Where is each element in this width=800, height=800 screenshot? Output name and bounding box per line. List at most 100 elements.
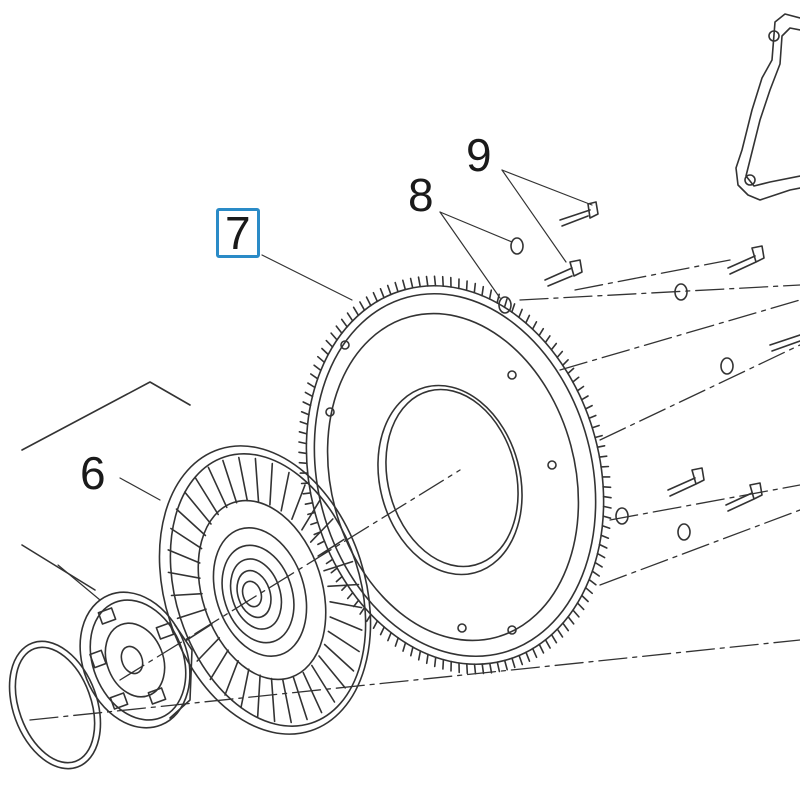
gear-tooth: [352, 599, 360, 608]
gear-tooth: [576, 385, 585, 392]
gear-tooth: [313, 530, 322, 536]
gear-tooth: [298, 451, 308, 455]
friction-segment: [291, 484, 306, 521]
gear-tooth: [567, 367, 575, 375]
gear-tooth: [352, 306, 360, 317]
friction-segment: [318, 655, 347, 689]
gear-tooth: [594, 434, 603, 439]
friction-segment: [184, 491, 212, 525]
gear-tooth: [325, 339, 334, 348]
friction-segment: [309, 518, 334, 543]
gear-tooth: [365, 296, 372, 307]
gear-tooth: [379, 626, 386, 636]
reference-line: [21, 544, 96, 591]
friction-segment: [170, 592, 203, 597]
gear-tooth: [372, 291, 379, 303]
friction-segment: [185, 623, 213, 642]
gear-tooth: [425, 275, 429, 287]
gear-tooth: [313, 364, 322, 372]
friction-segment: [281, 678, 293, 724]
gear-tooth: [556, 350, 564, 359]
gear-tooth: [302, 492, 312, 495]
gear-tooth: [556, 628, 564, 638]
gear-tooth: [425, 653, 429, 665]
gear-tooth: [538, 643, 545, 654]
gear-tooth: [298, 461, 308, 465]
ring-gear-teeth: [298, 275, 612, 675]
friction-segment: [209, 649, 229, 681]
friction-segment: [254, 457, 260, 503]
friction-segment: [323, 643, 355, 672]
friction-segment: [327, 630, 360, 653]
friction-segment: [167, 571, 201, 580]
gear-tooth: [567, 615, 575, 625]
gear-tooth: [386, 284, 392, 296]
clutch-disc: [158, 445, 372, 735]
friction-segment: [176, 608, 207, 620]
gear-tooth: [441, 275, 445, 287]
friction-segment: [269, 462, 274, 506]
gear-tooth: [488, 662, 493, 674]
gear-tooth: [321, 549, 330, 555]
gear-tooth: [394, 281, 399, 293]
friction-segment: [238, 456, 249, 502]
gear-tooth: [335, 575, 343, 583]
gear-tooth: [402, 641, 407, 652]
gear-tooth: [602, 485, 612, 489]
gear-tooth: [518, 654, 524, 666]
center-axes: [29, 259, 800, 721]
gear-tooth: [316, 355, 326, 364]
gear-tooth: [596, 444, 606, 449]
gear-tooth: [310, 521, 319, 526]
gear-tooth: [580, 395, 589, 401]
gear-tooth: [510, 303, 516, 313]
gear-tooth: [588, 578, 597, 586]
gear-tooth: [340, 318, 348, 328]
gear-tooth: [503, 659, 509, 671]
friction-segment: [194, 477, 219, 516]
gear-tooth: [473, 663, 477, 675]
gear-tooth: [473, 282, 477, 294]
gear-tooth: [379, 287, 385, 299]
gear-tooth: [417, 276, 422, 288]
gear-tooth: [503, 298, 508, 309]
gear-tooth: [307, 382, 316, 389]
friction-segment: [224, 659, 239, 696]
gear-tooth: [531, 647, 538, 659]
gear-tooth: [302, 401, 312, 407]
engine-housing-inner: [745, 27, 800, 187]
gear-tooth: [600, 534, 610, 540]
gear-tooth: [307, 511, 316, 516]
gear-tooth: [518, 308, 523, 319]
reference-line: [21, 381, 191, 451]
gear-tooth: [591, 570, 601, 577]
friction-segment: [280, 471, 290, 512]
gear-tooth: [562, 622, 570, 632]
gear-tooth: [576, 602, 585, 611]
gear-tooth: [317, 540, 326, 546]
gear-tooth: [394, 637, 400, 647]
gear-tooth: [550, 633, 558, 644]
gear-tooth: [531, 320, 538, 330]
friction-segment: [329, 616, 363, 631]
gear-tooth: [304, 391, 314, 398]
gear-tooth: [561, 358, 569, 367]
callout-8: 8: [408, 169, 434, 221]
gear-tooth: [465, 663, 469, 675]
gear-tooth: [481, 663, 485, 675]
friction-segment: [310, 664, 336, 703]
gear-tooth: [544, 638, 551, 649]
friction-segment: [207, 466, 228, 509]
friction-segment: [175, 508, 207, 537]
gear-tooth: [335, 325, 343, 335]
gear-tooth: [584, 586, 594, 595]
gear-tooth: [433, 275, 437, 287]
gear-tooth: [488, 289, 493, 300]
callout-7-highlighted[interactable]: 7: [216, 208, 260, 258]
friction-segment: [302, 671, 323, 714]
gear-tooth: [550, 342, 558, 351]
housing-bolt-hole: [744, 174, 756, 186]
gear-tooth: [481, 285, 485, 297]
